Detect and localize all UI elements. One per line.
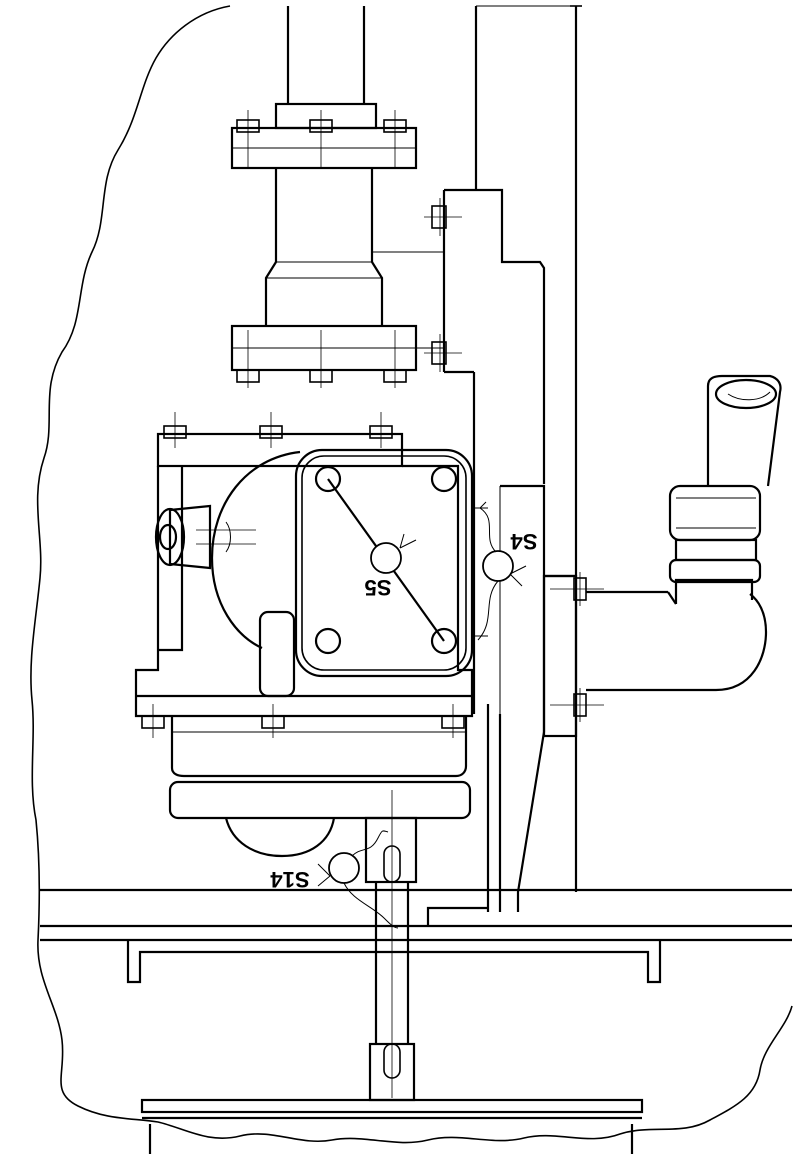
base-plate (40, 888, 792, 984)
actuator (168, 716, 472, 1098)
column-inner (472, 372, 502, 912)
sensor-label-s14: S14 (270, 867, 310, 892)
breakout-boundary (30, 5, 793, 1144)
sensor-s5 (370, 533, 417, 574)
vertical-column (474, 5, 578, 892)
valve-housing (134, 412, 474, 718)
sensor-label-s5: S5 (365, 575, 392, 600)
lower-flange (230, 324, 418, 388)
upper-pipe (286, 6, 366, 104)
housing-bolts (141, 704, 465, 738)
sensor-s4 (474, 501, 527, 641)
pipe-body (264, 168, 384, 326)
stem (368, 882, 416, 1102)
lower-bracket (499, 484, 604, 912)
cover-plate (294, 448, 474, 678)
bottom-platform (140, 1098, 644, 1154)
hose (668, 374, 782, 604)
sensor-s14 (317, 830, 399, 929)
upper-bracket (372, 188, 546, 484)
sensor-label-s4: S4 (510, 529, 538, 554)
elbow-pipe (586, 590, 768, 692)
upper-flange (230, 102, 418, 170)
